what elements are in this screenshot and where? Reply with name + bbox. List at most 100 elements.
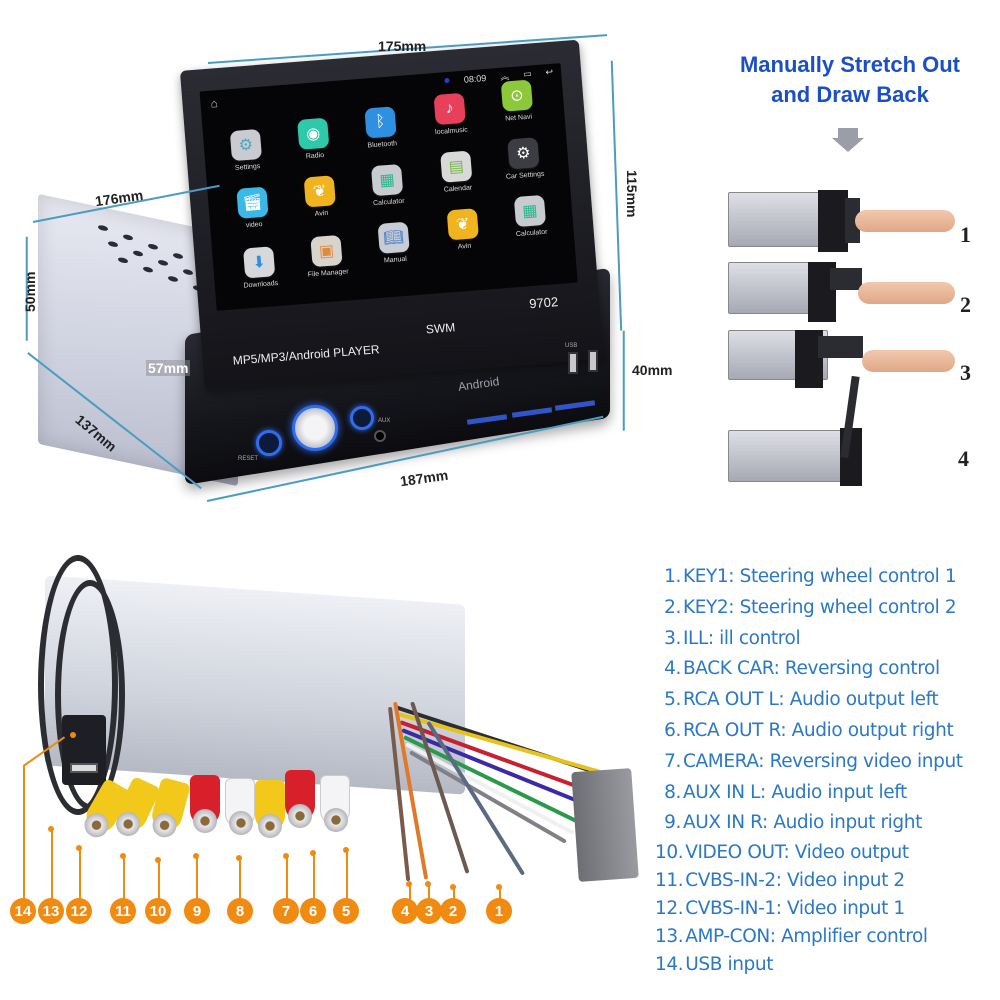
callout-badge-11: 11 [110, 898, 136, 924]
brand-label: SWM [425, 320, 456, 337]
callout-badge-9: 9 [184, 898, 210, 924]
app-avin-2[interactable]: ❦ Avin [432, 207, 495, 253]
callout-badge-3: 3 [416, 898, 442, 924]
legend-item-5: 5.RCA OUT L: Audio output left [664, 689, 939, 711]
leader-line-11 [123, 856, 125, 900]
step-number: 4 [958, 446, 969, 471]
download-icon: ⬇ [243, 246, 276, 279]
leader-line-6 [313, 853, 315, 900]
volume-knob[interactable] [292, 405, 338, 451]
leader-dot [48, 826, 54, 832]
vent-hole [108, 240, 118, 248]
vent-hole [98, 224, 108, 232]
usb-label: USB [565, 343, 578, 349]
dimension-chassis-length: 176mm [94, 186, 145, 210]
app-radio[interactable]: ◉ Radio [282, 116, 345, 162]
calculator-icon: ▦ [513, 194, 547, 228]
vent-hole [118, 256, 128, 264]
harness-connector [571, 768, 639, 882]
map-pin-icon: ⊙ [500, 79, 533, 112]
callout-badge-8: 8 [227, 898, 253, 924]
leader-dot [236, 855, 242, 861]
vent-hole [143, 266, 153, 274]
callout-badge-14: 14 [10, 898, 36, 924]
callout-badge-7: 7 [273, 898, 299, 924]
app-downloads[interactable]: ⬇ Downloads [228, 245, 291, 291]
reset-label: RESET [238, 456, 259, 462]
dimension-face-depth: 40mm [632, 362, 673, 378]
rca-plug-rca-out-l [320, 775, 350, 832]
dimension-screen-width: 175mm [378, 38, 427, 54]
leader-line-14 [23, 765, 25, 900]
legend-item-2: 2.KEY2: Steering wheel control 2 [664, 596, 957, 618]
model-number: 9702 [528, 294, 559, 312]
app-file-manager[interactable]: ▣ File Manager [295, 234, 358, 280]
callout-badge-2: 2 [440, 898, 466, 924]
home-icon[interactable]: ⌂ [210, 96, 219, 111]
home-button[interactable] [350, 406, 374, 430]
app-localmusic[interactable]: ♪ localmusic [419, 92, 482, 138]
car-settings-icon: ⚙ [507, 137, 540, 170]
leader-dot [120, 853, 126, 859]
file-manager-icon: ▣ [310, 234, 343, 268]
calendar-icon: ▤ [440, 150, 473, 183]
hand-step-3 [862, 350, 955, 372]
app-car-settings[interactable]: ⚙ Car Settings [492, 136, 555, 182]
leader-dot [450, 884, 456, 890]
avin-icon: ❦ [303, 175, 336, 208]
power-button[interactable] [256, 430, 282, 456]
tray-step-2 [830, 268, 862, 290]
legend-item-14: 14.USB input [655, 954, 774, 976]
vent-hole [168, 275, 178, 283]
legend-item-7: 7.CAMERA: Reversing video input [664, 750, 963, 772]
dimension-face-height: 57mm [146, 360, 191, 376]
notification-dot-icon [444, 77, 451, 84]
app-calendar[interactable]: ▤ Calendar [425, 149, 488, 195]
step-number: 1 [960, 222, 971, 247]
app-avin[interactable]: ❦ Avin [289, 174, 352, 220]
legend-item-1: 1.KEY1: Steering wheel control 1 [664, 566, 957, 587]
usb-port-2[interactable] [588, 350, 598, 372]
legend-item-6: 6.RCA OUT R: Audio output right [664, 719, 954, 741]
down-arrow-icon [838, 128, 858, 138]
leader-line-10 [158, 860, 160, 900]
vent-hole [173, 252, 183, 260]
back-icon[interactable]: ↩ [545, 66, 554, 78]
leader-line-3 [428, 884, 430, 900]
leader-line-1 [499, 887, 501, 900]
app-calculator[interactable]: ▦ Calculator [356, 163, 419, 209]
app-video[interactable]: 🎬︎ video [221, 185, 284, 231]
hand-step-2 [858, 282, 955, 304]
legend-item-13: 13.AMP-CON: Amplifier control [655, 926, 928, 948]
app-calculator-2[interactable]: ▦ Calculator [499, 194, 562, 240]
dimension-screen-height: 115mm [624, 170, 640, 218]
app-settings[interactable]: ⚙ Settings [215, 128, 278, 174]
aux-label: AUX [378, 418, 391, 424]
wiring-legend: 1.KEY1: Steering wheel control 1 2.KEY2:… [655, 562, 1000, 979]
tray-step-1 [845, 198, 860, 243]
rca-plug-camera [255, 780, 285, 838]
music-note-icon: ♪ [433, 92, 466, 126]
player-label: MP5/MP3/Android PLAYER [232, 342, 381, 368]
aux-jack[interactable] [374, 430, 386, 442]
rca-plug-aux-in-l [225, 778, 255, 835]
step-number: 2 [960, 292, 971, 317]
leader-dot [76, 845, 82, 851]
app-bluetooth[interactable]: ᛒ Bluetooth [349, 105, 412, 151]
calculator-icon: ▦ [370, 163, 404, 197]
recent-apps-icon[interactable]: ▭ [522, 68, 533, 80]
leader-line-2 [453, 887, 455, 900]
legend-item-11: 11.CVBS-IN-2: Video input 2 [655, 870, 905, 892]
flip-out-screen: ⌂ 08:09 ︽ ▭ ↩ ⚙ Settings ◉ Radio ᛒ Bluet… [179, 39, 604, 390]
callout-badge-6: 6 [300, 898, 326, 924]
app-manual[interactable]: 📖︎ Manual [363, 220, 426, 266]
book-icon: 📖︎ [377, 221, 410, 254]
legend-item-9: 9.AUX IN R: Audio input right [664, 812, 922, 834]
dimension-chassis-height: 50mm [22, 271, 38, 312]
callout-badge-5: 5 [333, 898, 359, 924]
app-net-navi[interactable]: ⊙ Net Navi [486, 78, 549, 124]
leader-line-4 [409, 884, 411, 900]
usb-port-1[interactable] [568, 352, 578, 374]
usb-connector [62, 715, 106, 785]
bluetooth-icon: ᛒ [364, 106, 397, 139]
